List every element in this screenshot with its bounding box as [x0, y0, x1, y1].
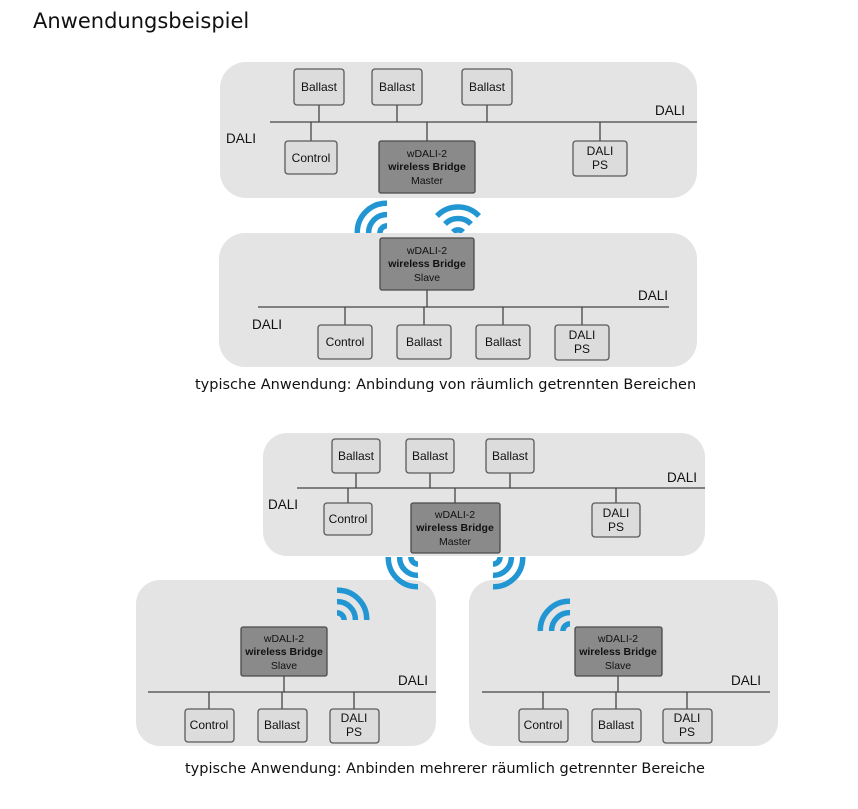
ballast-label: Ballast [469, 80, 506, 94]
control-box [317, 324, 373, 360]
bridge-role-label: Master [411, 175, 444, 187]
ballast-box [331, 438, 381, 474]
dali-bus-label: DALI [638, 288, 668, 303]
ballast-box [461, 68, 513, 106]
dali-ps-label-line2: PS [608, 520, 624, 534]
bridge-master-box [378, 140, 476, 194]
dali-ps-label-line2: PS [679, 725, 695, 739]
dali-ps-label-line2: PS [592, 158, 608, 172]
bridge-role-label: Slave [271, 660, 297, 672]
dali-ps-box [329, 708, 380, 744]
control-label: Control [326, 335, 365, 349]
dali-bus-label: DALI [268, 497, 298, 512]
bridge-model-label: wDALI-2 [406, 148, 447, 160]
ballast-label: Ballast [412, 449, 449, 463]
page-heading: Anwendungsbeispiel [33, 9, 250, 33]
dali-bus-label: DALI [655, 103, 685, 118]
dali-bus-label: DALI [731, 673, 761, 688]
dali-ps-box [662, 708, 713, 744]
bridge-name-label: wireless Bridge [415, 522, 494, 534]
dali-bus-label: DALI [667, 470, 697, 485]
ballast-label: Ballast [379, 80, 416, 94]
diagram2-right-slave-zone: wDALI-2 wireless Bridge Slave DALI Contr… [469, 580, 778, 746]
control-box [284, 140, 338, 175]
diagram1-slave-zone: wDALI-2 wireless Bridge Slave DALI DALI … [219, 233, 697, 367]
ballast-label: Ballast [485, 335, 522, 349]
control-box [184, 708, 235, 743]
caption-second-diagram: typische Anwendung: Anbinden mehrerer rä… [185, 761, 705, 777]
ballast-box [405, 438, 455, 474]
dali-ps-label-line1: DALI [674, 711, 701, 725]
ballast-label: Ballast [264, 718, 301, 732]
dali-ps-label-line2: PS [574, 342, 590, 356]
ballast-box [257, 708, 308, 743]
ballast-label: Ballast [301, 80, 338, 94]
control-label: Control [190, 718, 229, 732]
dali-bus-label: DALI [398, 673, 428, 688]
ballast-box [475, 324, 531, 360]
control-box [518, 708, 569, 743]
bridge-model-label: wDALI-2 [263, 633, 304, 645]
diagram1-master-zone: Ballast Ballast Ballast DALI DALI Contro… [220, 62, 697, 198]
dali-ps-label-line1: DALI [341, 711, 368, 725]
bridge-master-box [410, 502, 501, 554]
diagram2-left-slave-zone: wDALI-2 wireless Bridge Slave DALI Contr… [136, 580, 436, 746]
ballast-box [591, 708, 642, 743]
control-label: Control [329, 512, 368, 526]
control-label: Control [292, 151, 331, 165]
dali-ps-label-line1: DALI [587, 144, 614, 158]
dali-ps-box [554, 324, 610, 361]
caption-first-diagram: typische Anwendung: Anbindung von räumli… [195, 377, 697, 393]
dali-bus-label: DALI [252, 317, 282, 332]
dali-ps-label-line1: DALI [569, 328, 596, 342]
ballast-label: Ballast [492, 449, 529, 463]
bridge-model-label: wDALI-2 [434, 509, 475, 521]
wireless-signal-icon [437, 207, 479, 232]
bridge-name-label: wireless Bridge [578, 646, 657, 658]
dali-ps-box [591, 502, 641, 538]
bridge-model-label: wDALI-2 [597, 633, 638, 645]
bridge-role-label: Master [439, 536, 472, 548]
bridge-role-label: Slave [605, 660, 631, 672]
ballast-box [371, 68, 423, 106]
ballast-label: Ballast [406, 335, 443, 349]
ballast-box [293, 68, 345, 106]
control-label: Control [524, 718, 563, 732]
diagram2-master-zone: Ballast Ballast Ballast DALI DALI Contro… [263, 433, 705, 556]
bridge-name-label: wireless Bridge [387, 161, 466, 173]
ballast-label: Ballast [338, 449, 375, 463]
control-box [323, 502, 373, 536]
dali-ps-label-line1: DALI [603, 506, 630, 520]
dali-ps-box [572, 140, 628, 177]
ballast-box [396, 324, 452, 360]
ballast-box [485, 438, 535, 474]
dali-ps-label-line2: PS [346, 725, 362, 739]
bridge-model-label: wDALI-2 [406, 245, 447, 257]
dali-bus-label: DALI [226, 131, 256, 146]
bridge-role-label: Slave [414, 272, 440, 284]
ballast-label: Ballast [598, 718, 635, 732]
bridge-name-label: wireless Bridge [387, 258, 466, 270]
bridge-name-label: wireless Bridge [244, 646, 323, 658]
